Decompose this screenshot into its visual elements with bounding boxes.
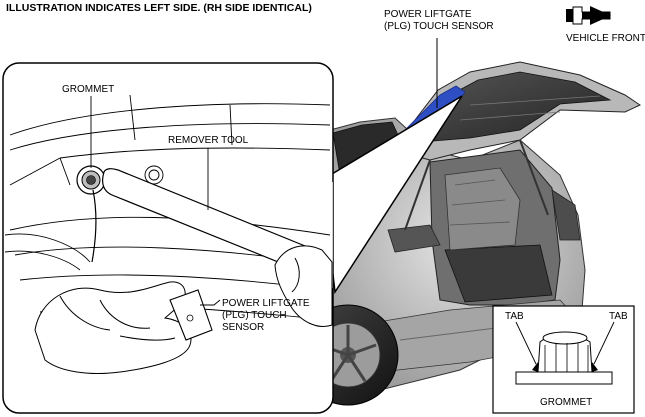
arrow-right-icon [566, 6, 611, 25]
tab-right-label: TAB [609, 311, 628, 322]
left-hand [34, 281, 192, 374]
plg-sensor-top-label: POWER LIFTGATE (PLG) TOUCH SENSOR [384, 9, 494, 32]
grommet-detail-label: GROMMET [540, 397, 593, 408]
right-hand [274, 245, 333, 327]
page-title: ILLUSTRATION INDICATES LEFT SIDE. (RH SI… [6, 2, 312, 14]
plg-sensor-part [169, 289, 213, 341]
sensor-cable [91, 189, 97, 263]
remover-tool-label: REMOVER TOOL [168, 135, 249, 146]
grommet-part [76, 165, 106, 195]
callout-leaders [90, 96, 221, 306]
vehicle-front-label: VEHICLE FRONT [566, 33, 645, 44]
plg-sensor-detail-label: POWER LIFTGATE (PLG) TOUCH SENSOR [222, 298, 310, 333]
grommet-label: GROMMET [62, 84, 115, 95]
grommet-detail-box [492, 305, 635, 414]
tab-left-label: TAB [505, 311, 524, 322]
